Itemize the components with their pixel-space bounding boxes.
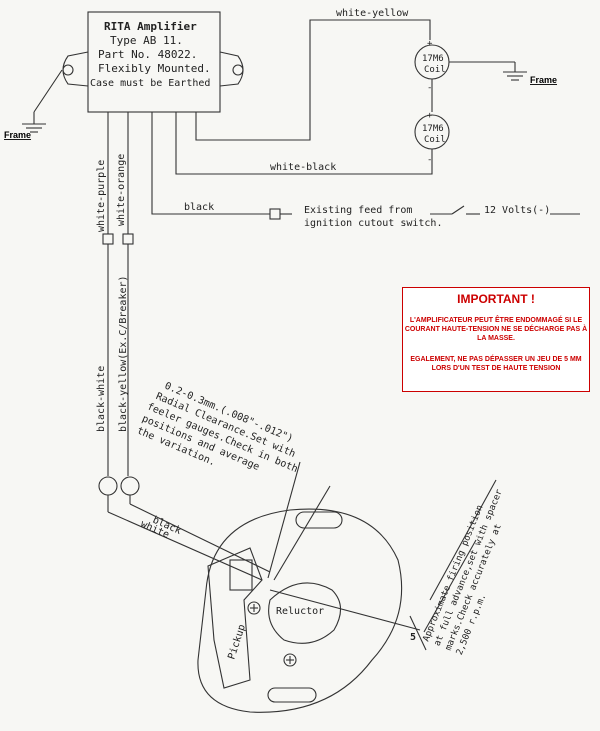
label-white-purple: white-purple — [96, 160, 107, 232]
label-black: black — [184, 202, 214, 213]
notice-para1: L'AMPLIFICATEUR PEUT ÊTRE ENDOMMAGÉ SI L… — [404, 317, 588, 342]
connector-black-yellow — [120, 476, 140, 496]
pickup-label: Pickup — [226, 623, 248, 661]
feed-line1: Existing feed from — [304, 205, 412, 216]
amplifier-type: Type AB 11. — [110, 34, 183, 47]
feed-volts: 12 Volts(-) — [484, 205, 550, 216]
coil-plus-sign-2: + — [427, 111, 433, 121]
connector-white-purple — [102, 233, 114, 245]
reluctor — [268, 582, 342, 644]
label-white-orange: white-orange — [116, 154, 127, 226]
frame-label-left: Frame — [4, 130, 31, 140]
coil-minus-sign: - — [427, 83, 432, 93]
wire-black — [151, 124, 270, 215]
coil-minus-sign-2: - — [427, 155, 432, 165]
feed-connector — [269, 208, 281, 220]
label-black-yellow: black-yellow(Ex.C/Breaker) — [118, 275, 129, 432]
distributor-plate — [197, 508, 403, 713]
wire-white-black — [175, 124, 433, 175]
amplifier-earth: Case must be Earthed — [90, 78, 210, 89]
connector-black-white — [98, 476, 118, 496]
label-white-black: white-black — [270, 162, 336, 173]
reluctor-label: Reluctor — [276, 606, 324, 617]
label-white-yellow: white-yellow — [336, 8, 409, 19]
label-black-white: black-white — [96, 366, 107, 432]
coil-bottom-name: 17M6 — [422, 124, 444, 134]
amplifier-box — [87, 11, 221, 113]
coil-bottom-sub: Coil — [424, 135, 446, 145]
coil-top-sub: Coil — [424, 65, 446, 75]
mark-5-label: 5 — [410, 632, 416, 643]
frame-label-right: Frame — [530, 75, 557, 85]
coil-plus-sign: + — [427, 39, 433, 49]
feed-line2: ignition cutout switch. — [304, 218, 442, 229]
amplifier-part: Part No. 48022. — [98, 48, 197, 61]
pickup-assembly — [207, 547, 263, 689]
notice-para2: EGALEMENT, NE PAS DÉPASSER UN JEU DE 5 M… — [410, 356, 582, 372]
mounting-lug-left — [62, 51, 89, 87]
important-notice: IMPORTANT ! L'AMPLIFICATEUR PEUT ÊTRE EN… — [402, 287, 590, 392]
amplifier-title: RITA Amplifier — [104, 20, 197, 33]
notice-title: IMPORTANT ! — [457, 292, 535, 306]
wire-white-yellow — [195, 19, 431, 141]
amplifier-mount: Flexibly Mounted. — [98, 62, 211, 75]
coil-top-name: 17M6 — [422, 54, 444, 64]
connector-white-orange — [122, 233, 134, 245]
mounting-lug-right — [219, 51, 244, 87]
